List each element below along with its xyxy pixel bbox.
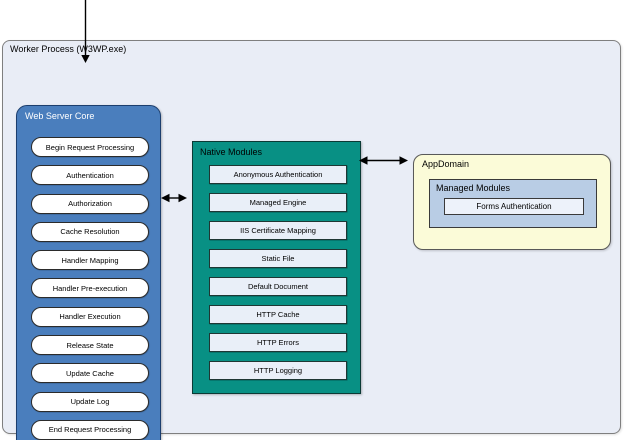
stage-authorization: Authorization [31,193,149,214]
managed-modules-box: Managed Modules Forms Authentication [429,179,597,228]
module-static-file: Static File [209,249,347,268]
native-modules-list: Anonymous Authentication Managed Engine … [209,165,347,380]
web-server-core-title: Web Server Core [25,111,95,121]
module-http-errors: HTTP Errors [209,333,347,352]
managed-modules-title: Managed Modules [436,183,511,193]
stage-handler-mapping: Handler Mapping [31,250,149,271]
request-pipeline-stages: Begin Request Processing Authentication … [31,137,149,440]
worker-process-box: Worker Process (W3WP.exe) Web Server Cor… [2,40,621,440]
module-default-document: Default Document [209,277,347,296]
stage-cache-resolution: Cache Resolution [31,221,149,242]
native-modules-title: Native Modules [200,147,263,157]
module-iis-certificate-mapping: IIS Certificate Mapping [209,221,347,240]
module-managed-engine: Managed Engine [209,193,347,212]
appdomain-title: AppDomain [422,159,470,169]
worker-process-title: Worker Process (W3WP.exe) [10,44,127,54]
module-http-cache: HTTP Cache [209,305,347,324]
stage-end-request-processing: End Request Processing [31,419,149,440]
stage-authentication: Authentication [31,165,149,186]
module-anonymous-authentication: Anonymous Authentication [209,165,347,184]
native-modules-box: Native Modules Anonymous Authentication … [192,141,361,394]
stage-update-cache: Update Cache [31,363,149,384]
stage-handler-execution: Handler Execution [31,306,149,327]
module-http-logging: HTTP Logging [209,361,347,380]
appdomain-box: AppDomain Managed Modules Forms Authenti… [413,154,611,250]
stage-begin-request-processing: Begin Request Processing [31,137,149,157]
module-forms-authentication: Forms Authentication [444,198,584,215]
stage-update-log: Update Log [31,391,149,412]
web-server-core-box: Web Server Core Begin Request Processing… [16,105,161,440]
stage-handler-pre-execution: Handler Pre-execution [31,278,149,299]
stage-release-state: Release State [31,335,149,356]
